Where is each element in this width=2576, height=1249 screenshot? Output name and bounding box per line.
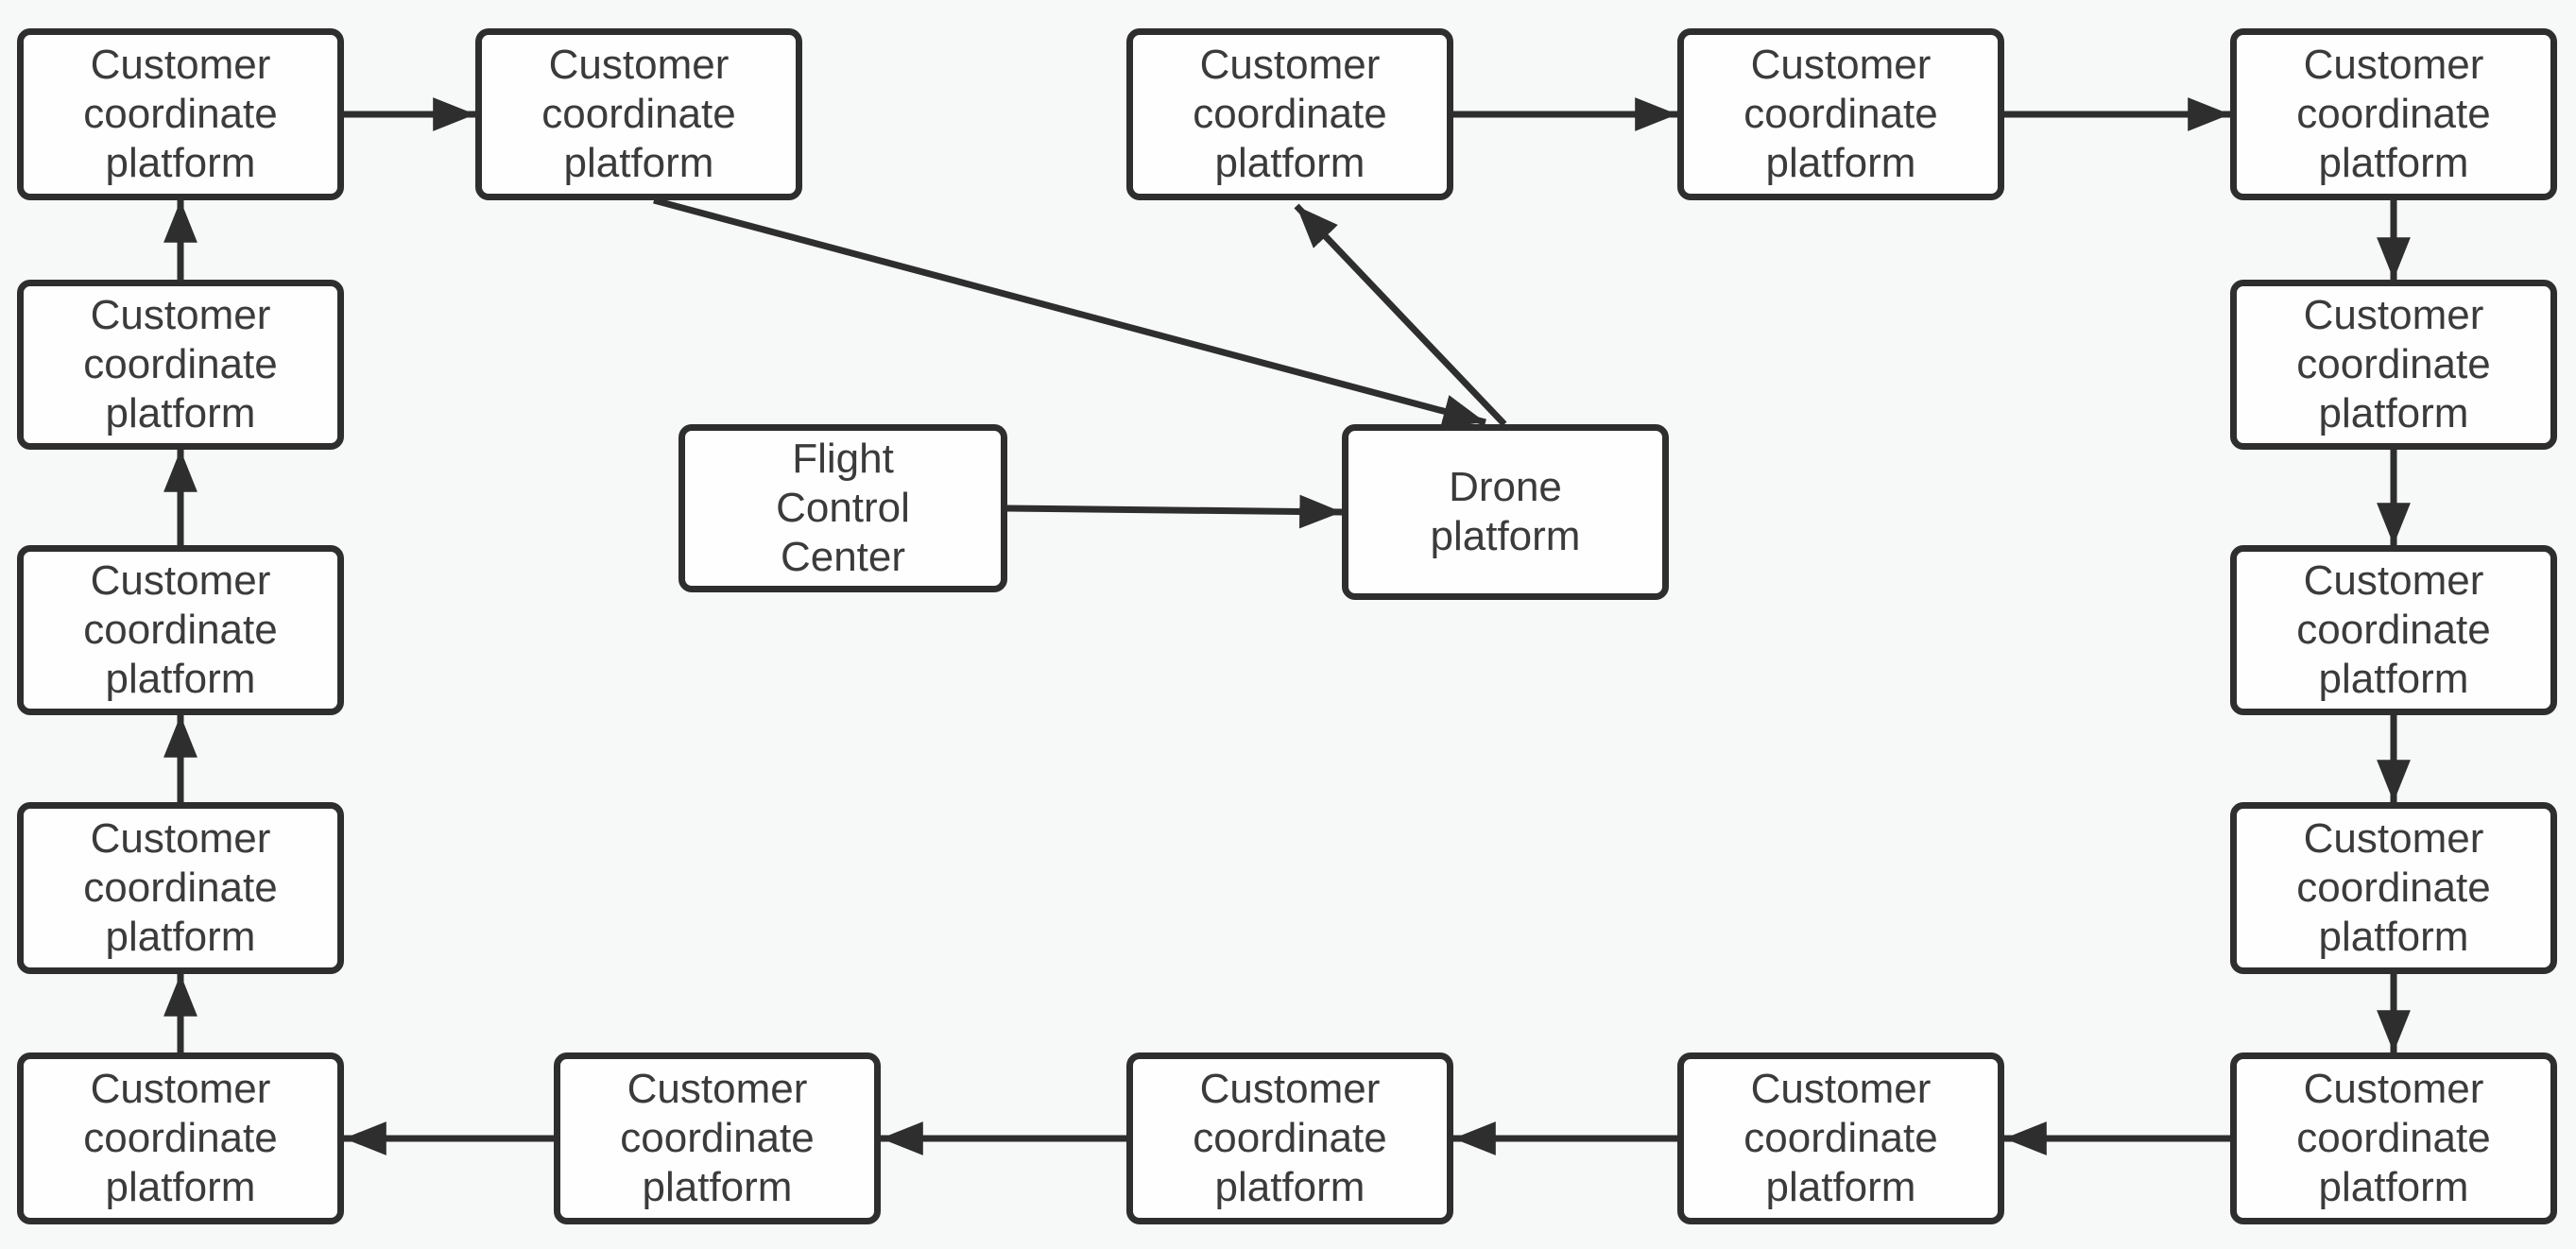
node-drone-platform: Drone platform: [1342, 424, 1669, 600]
node-customer-platform-top-left: Customer coordinate platform: [17, 28, 344, 200]
node-customer-platform-top-3: Customer coordinate platform: [1126, 28, 1453, 200]
node-customer-platform-top-right: Customer coordinate platform: [2230, 28, 2557, 200]
edge-arrow-top-2-to-drone: [653, 197, 1486, 428]
node-flight-control-center: Flight Control Center: [678, 424, 1007, 592]
edge-arrow-fcc-to-drone: [1006, 494, 1343, 529]
node-customer-platform-left-4: Customer coordinate platform: [17, 802, 344, 974]
node-customer-platform-top-2: Customer coordinate platform: [475, 28, 802, 200]
node-customer-platform-right-4: Customer coordinate platform: [2230, 802, 2557, 974]
node-customer-platform-bottom-3: Customer coordinate platform: [1126, 1052, 1453, 1224]
node-customer-platform-bottom-right: Customer coordinate platform: [2230, 1052, 2557, 1224]
node-customer-platform-right-2: Customer coordinate platform: [2230, 280, 2557, 450]
node-customer-platform-bottom-4: Customer coordinate platform: [1677, 1052, 2004, 1224]
node-customer-platform-right-3: Customer coordinate platform: [2230, 545, 2557, 715]
node-customer-platform-bottom-left: Customer coordinate platform: [17, 1052, 344, 1224]
edge-arrow-drone-to-top-3: [1294, 203, 1507, 427]
node-customer-platform-left-2: Customer coordinate platform: [17, 280, 344, 450]
node-customer-platform-top-4: Customer coordinate platform: [1677, 28, 2004, 200]
node-customer-platform-left-3: Customer coordinate platform: [17, 545, 344, 715]
node-customer-platform-bottom-2: Customer coordinate platform: [554, 1052, 881, 1224]
